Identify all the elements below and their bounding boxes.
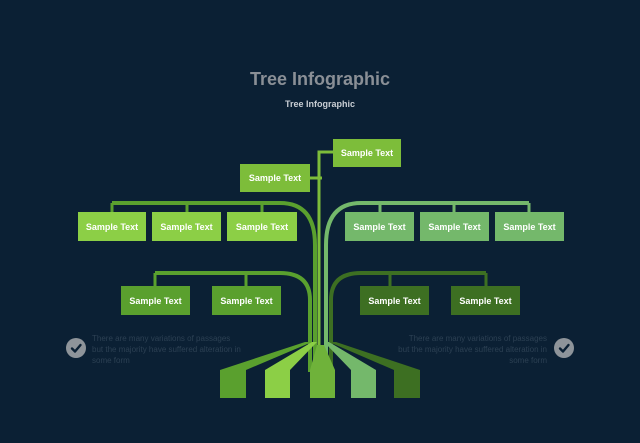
base-block-4	[351, 370, 376, 398]
base-block-1	[220, 370, 246, 398]
note-left: There are many variations of passages bu…	[92, 334, 241, 365]
node-top-left: Sample Text	[240, 164, 310, 192]
page-title: Tree Infographic	[249, 69, 391, 89]
node-row2-right-1: Sample Text	[360, 286, 429, 315]
branch-lower-right	[329, 271, 486, 372]
node-row1-left-2: Sample Text	[152, 212, 221, 241]
node-row1-left-3: Sample Text	[227, 212, 297, 241]
node-top-right: Sample Text	[333, 139, 401, 167]
node-row1-right-1: Sample Text	[345, 212, 414, 241]
branch-upper-left	[112, 201, 317, 372]
node-row2-right-2: Sample Text	[451, 286, 520, 315]
node-row2-left-1: Sample Text	[121, 286, 190, 315]
base-block-5	[394, 370, 420, 398]
node-row1-right-2: Sample Text	[420, 212, 489, 241]
root-1	[220, 342, 312, 370]
note-right: There are many variations of passages bu…	[398, 334, 547, 365]
root-5	[329, 342, 420, 370]
node-row1-left-1: Sample Text	[78, 212, 146, 241]
base-block-2	[265, 370, 290, 398]
check-circle-icon	[66, 338, 86, 358]
root-3	[310, 345, 335, 370]
root-2	[265, 342, 317, 370]
trunk-line	[317, 150, 333, 372]
root-4	[324, 342, 376, 370]
check-circle-icon	[554, 338, 574, 358]
node-row1-right-3: Sample Text	[495, 212, 564, 241]
page-subtitle: Tree Infographic	[284, 99, 355, 109]
branch-upper-right	[324, 201, 529, 372]
base-block-3	[310, 370, 335, 398]
branch-lower-left	[155, 271, 312, 372]
node-row2-left-2: Sample Text	[212, 286, 281, 315]
